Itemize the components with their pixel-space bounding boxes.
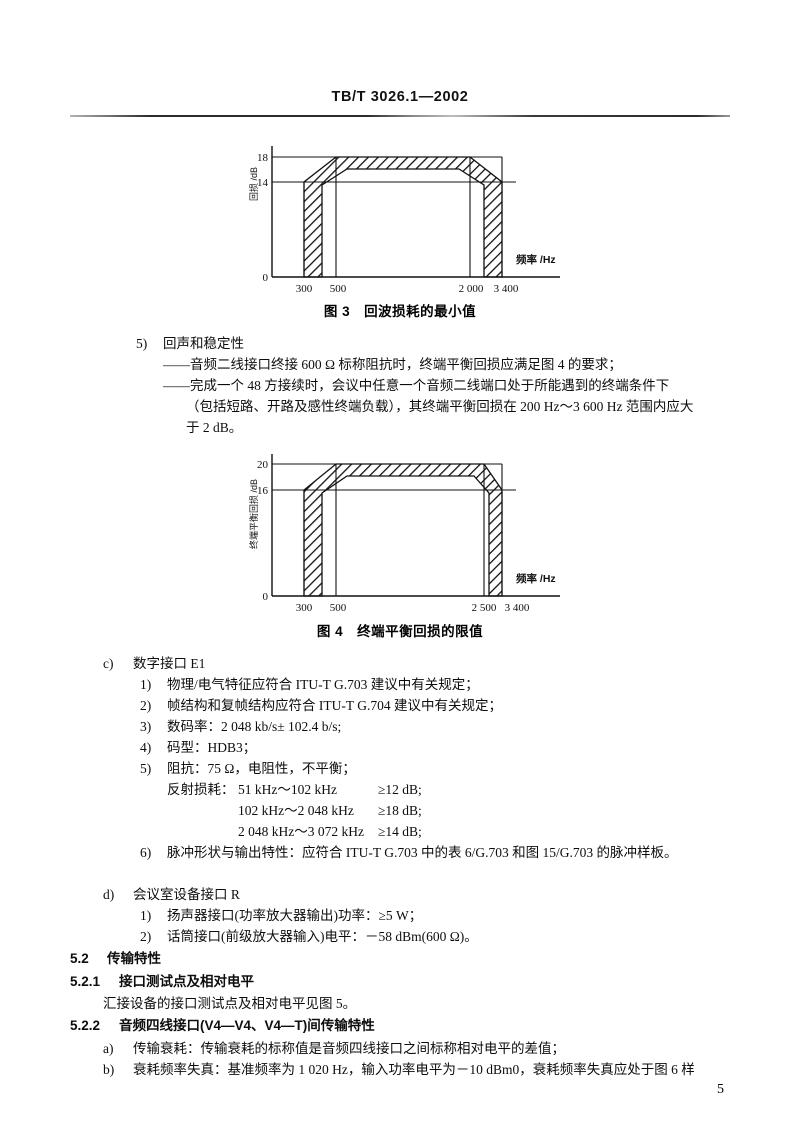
list-item-c-label: c) [103,656,114,671]
svg-text:2 500: 2 500 [472,602,497,614]
reflection-loss-row-1-range: 51 kHz～102 kHz [238,782,337,797]
svg-text:回损 /dB: 回损 /dB [248,167,259,201]
section-5-2-1-number: 5.2.1 [70,974,101,989]
svg-text:2 000: 2 000 [459,283,484,295]
list-item-5-dash-2-line-1: ——完成一个 48 方接续时，会议中任意一个音频二线端口处于所能遇到的终端条件下 [163,378,670,393]
list-item-c6-label: 6) [140,845,152,860]
list-item-c4-label: 4) [140,740,152,755]
reflection-loss-row-2-range: 102 kHz～2 048 kHz [238,803,354,818]
list-item-d2-label: 2) [140,929,152,944]
header-divider-rule [70,115,730,117]
reflection-loss-row-1-value: ≥12 dB; [378,782,422,797]
list-item-c5-text: 阻抗：75 Ω，电阻性，不平衡； [167,761,356,776]
figure-4-caption: 图 4 终端平衡回损的限值 [316,624,484,639]
list-item-5-title: 回声和稳定性 [163,336,244,351]
section-5-2-2-title: 音频四线接口(V4—V4、V4—T)间传输特性 [119,1018,375,1033]
list-item-5-label: 5) [136,336,148,351]
section-5-2-title: 传输特性 [107,951,161,966]
list-item-c2-label: 2) [140,698,152,713]
list-item-c4-text: 码型：HDB3； [167,740,257,755]
list-item-5-dash-1: ——音频二线接口终接 600 Ω 标称阻抗时，终端平衡回损应满足图 4 的要求； [163,357,622,372]
list-item-5-dash-2-line-2: （包括短路、开路及感性终端负载），其终端平衡回损在 200 Hz～3 600 H… [186,399,694,414]
svg-text:16: 16 [257,485,269,497]
svg-text:14: 14 [257,177,269,189]
svg-text:18: 18 [257,152,269,164]
svg-text:0: 0 [263,591,269,603]
figure-4-terminal-balance-chart: 20 16 0 终端平衡回损 /dB 300 500 2 500 3 400 频… [248,448,568,616]
reflection-loss-row-2-value: ≥18 dB; [378,803,422,818]
list-item-b-label: b) [103,1062,115,1077]
svg-text:频率 /Hz: 频率 /Hz [516,572,556,585]
reflection-loss-row-3-value: ≥14 dB; [378,824,422,839]
page-header-standard-number: TB/T 3026.1—2002 [331,89,469,105]
section-5-2-2-number: 5.2.2 [70,1018,101,1033]
svg-text:频率 /Hz: 频率 /Hz [516,253,556,266]
list-item-c3-label: 3) [140,719,152,734]
svg-text:3 400: 3 400 [494,283,519,295]
svg-text:500: 500 [330,602,347,614]
list-item-d-label: d) [103,887,115,902]
list-item-d2-text: 话筒接口(前级放大器输入)电平：－58 dBm(600 Ω)。 [167,929,478,944]
svg-text:500: 500 [330,283,347,295]
figure-3-caption: 图 3 回波损耗的最小值 [323,304,477,319]
list-item-a-text: 传输衰耗：传输衰耗的标称值是音频四线接口之间标称相对电平的差值； [133,1041,565,1056]
svg-text:终端平衡回损 /dB: 终端平衡回损 /dB [248,479,259,549]
svg-text:20: 20 [257,459,269,471]
svg-text:300: 300 [296,602,313,614]
section-5-2-1-body: 汇接设备的接口测试点及相对电平见图 5。 [103,996,357,1011]
section-5-2-number: 5.2 [70,951,89,966]
svg-text:3 400: 3 400 [505,602,530,614]
reflection-loss-row-3-range: 2 048 kHz～3 072 kHz [238,824,364,839]
list-item-c5-label: 5) [140,761,152,776]
reflection-loss-label: 反射损耗： [167,782,235,797]
list-item-c3-text: 数码率：2 048 kb/s± 102.4 b/s; [167,719,342,734]
list-item-c2-text: 帧结构和复帧结构应符合 ITU-T G.704 建议中有关规定； [167,698,502,713]
figure-3-return-loss-chart: 18 14 0 回损 /dB 300 500 2 000 3 400 频率 /H… [248,138,568,296]
list-item-c6-text: 脉冲形状与输出特性：应符合 ITU-T G.703 中的表 6/G.703 和图… [167,845,678,860]
list-item-5-dash-2-line-3: 于 2 dB。 [186,420,243,435]
list-item-c1-label: 1) [140,677,152,692]
list-item-d1-label: 1) [140,908,152,923]
page-number: 5 [717,1082,724,1097]
svg-text:300: 300 [296,283,313,295]
list-item-d-title: 会议室设备接口 R [133,887,240,902]
list-item-c1-text: 物理/电气特征应符合 ITU-T G.703 建议中有关规定； [167,677,479,692]
svg-text:0: 0 [263,272,269,284]
section-5-2-1-title: 接口测试点及相对电平 [119,974,254,989]
list-item-b-text: 衰耗频率失真：基准频率为 1 020 Hz，输入功率电平为－10 dBm0，衰耗… [133,1062,695,1077]
list-item-d1-text: 扬声器接口(功率放大器输出)功率：≥5 W； [167,908,423,923]
list-item-a-label: a) [103,1041,114,1056]
list-item-c-title: 数字接口 E1 [133,656,206,671]
